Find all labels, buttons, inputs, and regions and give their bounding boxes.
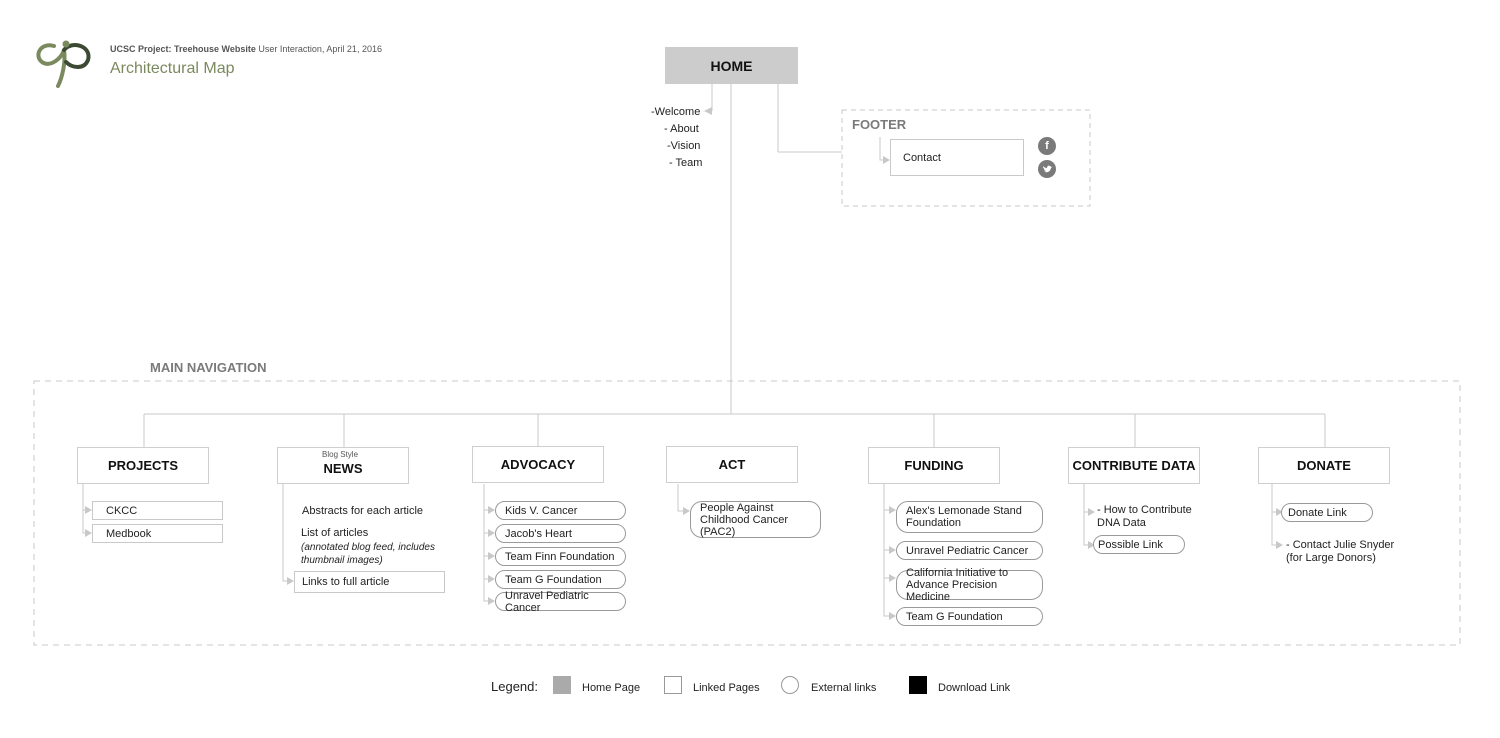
main-nav-frame [33, 380, 1461, 646]
legend-external-links: External links [811, 682, 877, 694]
funding-link-alexs-lemonade[interactable]: Alex's Lemonade Stand Foundation [896, 501, 1043, 533]
home-child-about[interactable]: - About [664, 123, 699, 135]
home-child-vision[interactable]: -Vision [667, 140, 701, 152]
advocacy-link-unravel[interactable]: Unravel Pediatric Cancer [495, 590, 626, 614]
projects-item-ckcc[interactable]: CKCC [92, 501, 223, 520]
news-abstracts: Abstracts for each article [302, 505, 424, 517]
legend-linked-pages: Linked Pages [693, 682, 760, 694]
advocacy-link-jacobs-heart[interactable]: Jacob's Heart [495, 524, 626, 543]
funding-link-california-initiative[interactable]: California Initiative to Advance Precisi… [896, 567, 1043, 603]
nav-news-label: NEWS [323, 461, 363, 476]
nav-projects[interactable]: PROJECTS [77, 447, 209, 484]
project-subtitle: UCSC Project: Treehouse Website User Int… [110, 44, 382, 54]
news-list-title: List of articles [301, 527, 369, 539]
nav-funding[interactable]: FUNDING [868, 447, 1000, 484]
legend-swatch-linked [664, 676, 682, 694]
funding-link-team-g[interactable]: Team G Foundation [896, 607, 1043, 626]
twitter-icon[interactable] [1038, 160, 1056, 178]
facebook-icon[interactable]: f [1038, 137, 1056, 155]
nav-advocacy[interactable]: ADVOCACY [472, 446, 604, 483]
advocacy-link-kids-v-cancer[interactable]: Kids V. Cancer [495, 501, 626, 520]
news-list-note: (annotated blog feed, includes thumbnail… [301, 542, 435, 566]
legend-download-link: Download Link [938, 682, 1011, 694]
legend-swatch-home [553, 676, 571, 694]
home-child-welcome[interactable]: -Welcome [651, 106, 701, 118]
treehouse-logo [36, 40, 91, 88]
legend-home-page: Home Page [582, 682, 641, 694]
home-node[interactable]: HOME [665, 47, 798, 84]
home-child-team[interactable]: - Team [669, 157, 703, 169]
nav-news[interactable]: NEWS [277, 447, 409, 484]
advocacy-link-team-g[interactable]: Team G Foundation [495, 570, 626, 589]
donate-contact-julie[interactable]: - Contact Julie Snyder (for Large Donors… [1286, 539, 1395, 564]
projects-item-medbook[interactable]: Medbook [92, 524, 223, 543]
contribute-possible-link[interactable]: Possible Link [1093, 535, 1185, 554]
project-name: UCSC Project: Treehouse Website [110, 44, 256, 54]
footer-frame [841, 109, 1091, 207]
donate-link[interactable]: Donate Link [1281, 503, 1373, 522]
funding-link-unravel[interactable]: Unravel Pediatric Cancer [896, 541, 1043, 560]
footer-label: FOOTER [852, 117, 907, 132]
advocacy-link-team-finn[interactable]: Team Finn Foundation [495, 547, 626, 566]
main-nav-label: MAIN NAVIGATION [150, 360, 267, 375]
project-meta: User Interaction, April 21, 2016 [258, 44, 382, 54]
legend-label: Legend: [491, 679, 538, 694]
footer-contact[interactable]: Contact [890, 139, 1024, 176]
legend-swatch-download [909, 676, 927, 694]
contribute-how-to[interactable]: - How to Contribute DNA Data [1097, 504, 1192, 529]
nav-donate[interactable]: DONATE [1258, 447, 1390, 484]
news-link-full-article[interactable]: Links to full article [294, 571, 445, 593]
page-title: Architectural Map [110, 60, 235, 77]
legend-swatch-external [781, 676, 799, 694]
nav-contribute-data[interactable]: CONTRIBUTE DATA [1068, 447, 1200, 484]
news-blog-style-note: Blog Style [322, 450, 359, 459]
act-link-pac2[interactable]: People Against Childhood Cancer (PAC2) [690, 501, 821, 538]
nav-act[interactable]: ACT [666, 446, 798, 483]
twitter-bird-glyph [1042, 165, 1052, 172]
